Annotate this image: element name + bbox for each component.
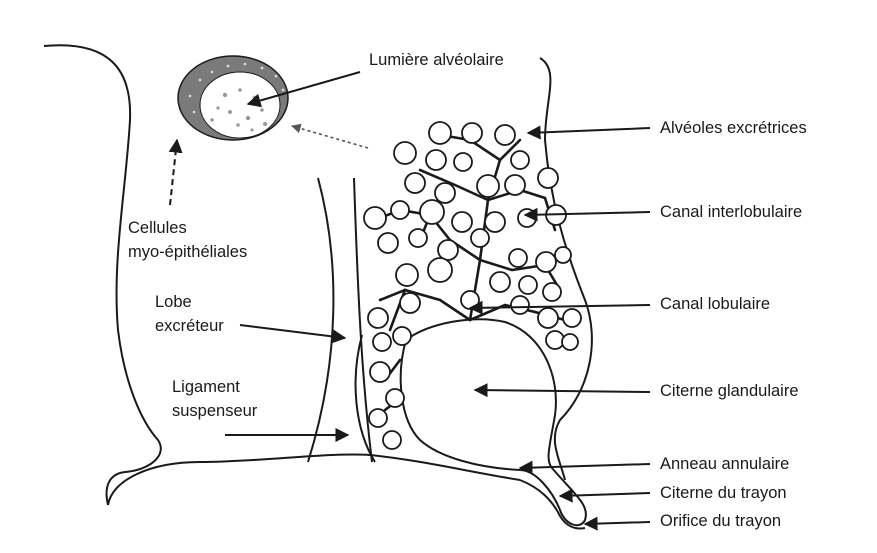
- label-citerne-du-trayon: Citerne du trayon: [660, 481, 787, 505]
- label-citerne-glandulaire: Citerne glandulaire: [660, 379, 799, 403]
- label-canal-lobulaire: Canal lobulaire: [660, 292, 770, 316]
- teat-canal: [520, 480, 585, 529]
- dotted-connector-arrow: [292, 126, 368, 148]
- udder-outline: [44, 45, 592, 505]
- label-lumiere-alveolaire: Lumière alvéolaire: [369, 48, 504, 72]
- alveoli: [364, 122, 581, 449]
- label-anneau-annulaire: Anneau annulaire: [660, 452, 789, 476]
- label-canal-interlobulaire: Canal interlobulaire: [660, 200, 802, 224]
- label-alveoles-excretrices: Alvéoles excrétrices: [660, 116, 807, 140]
- label-orifice-du-trayon: Orifice du trayon: [660, 509, 781, 533]
